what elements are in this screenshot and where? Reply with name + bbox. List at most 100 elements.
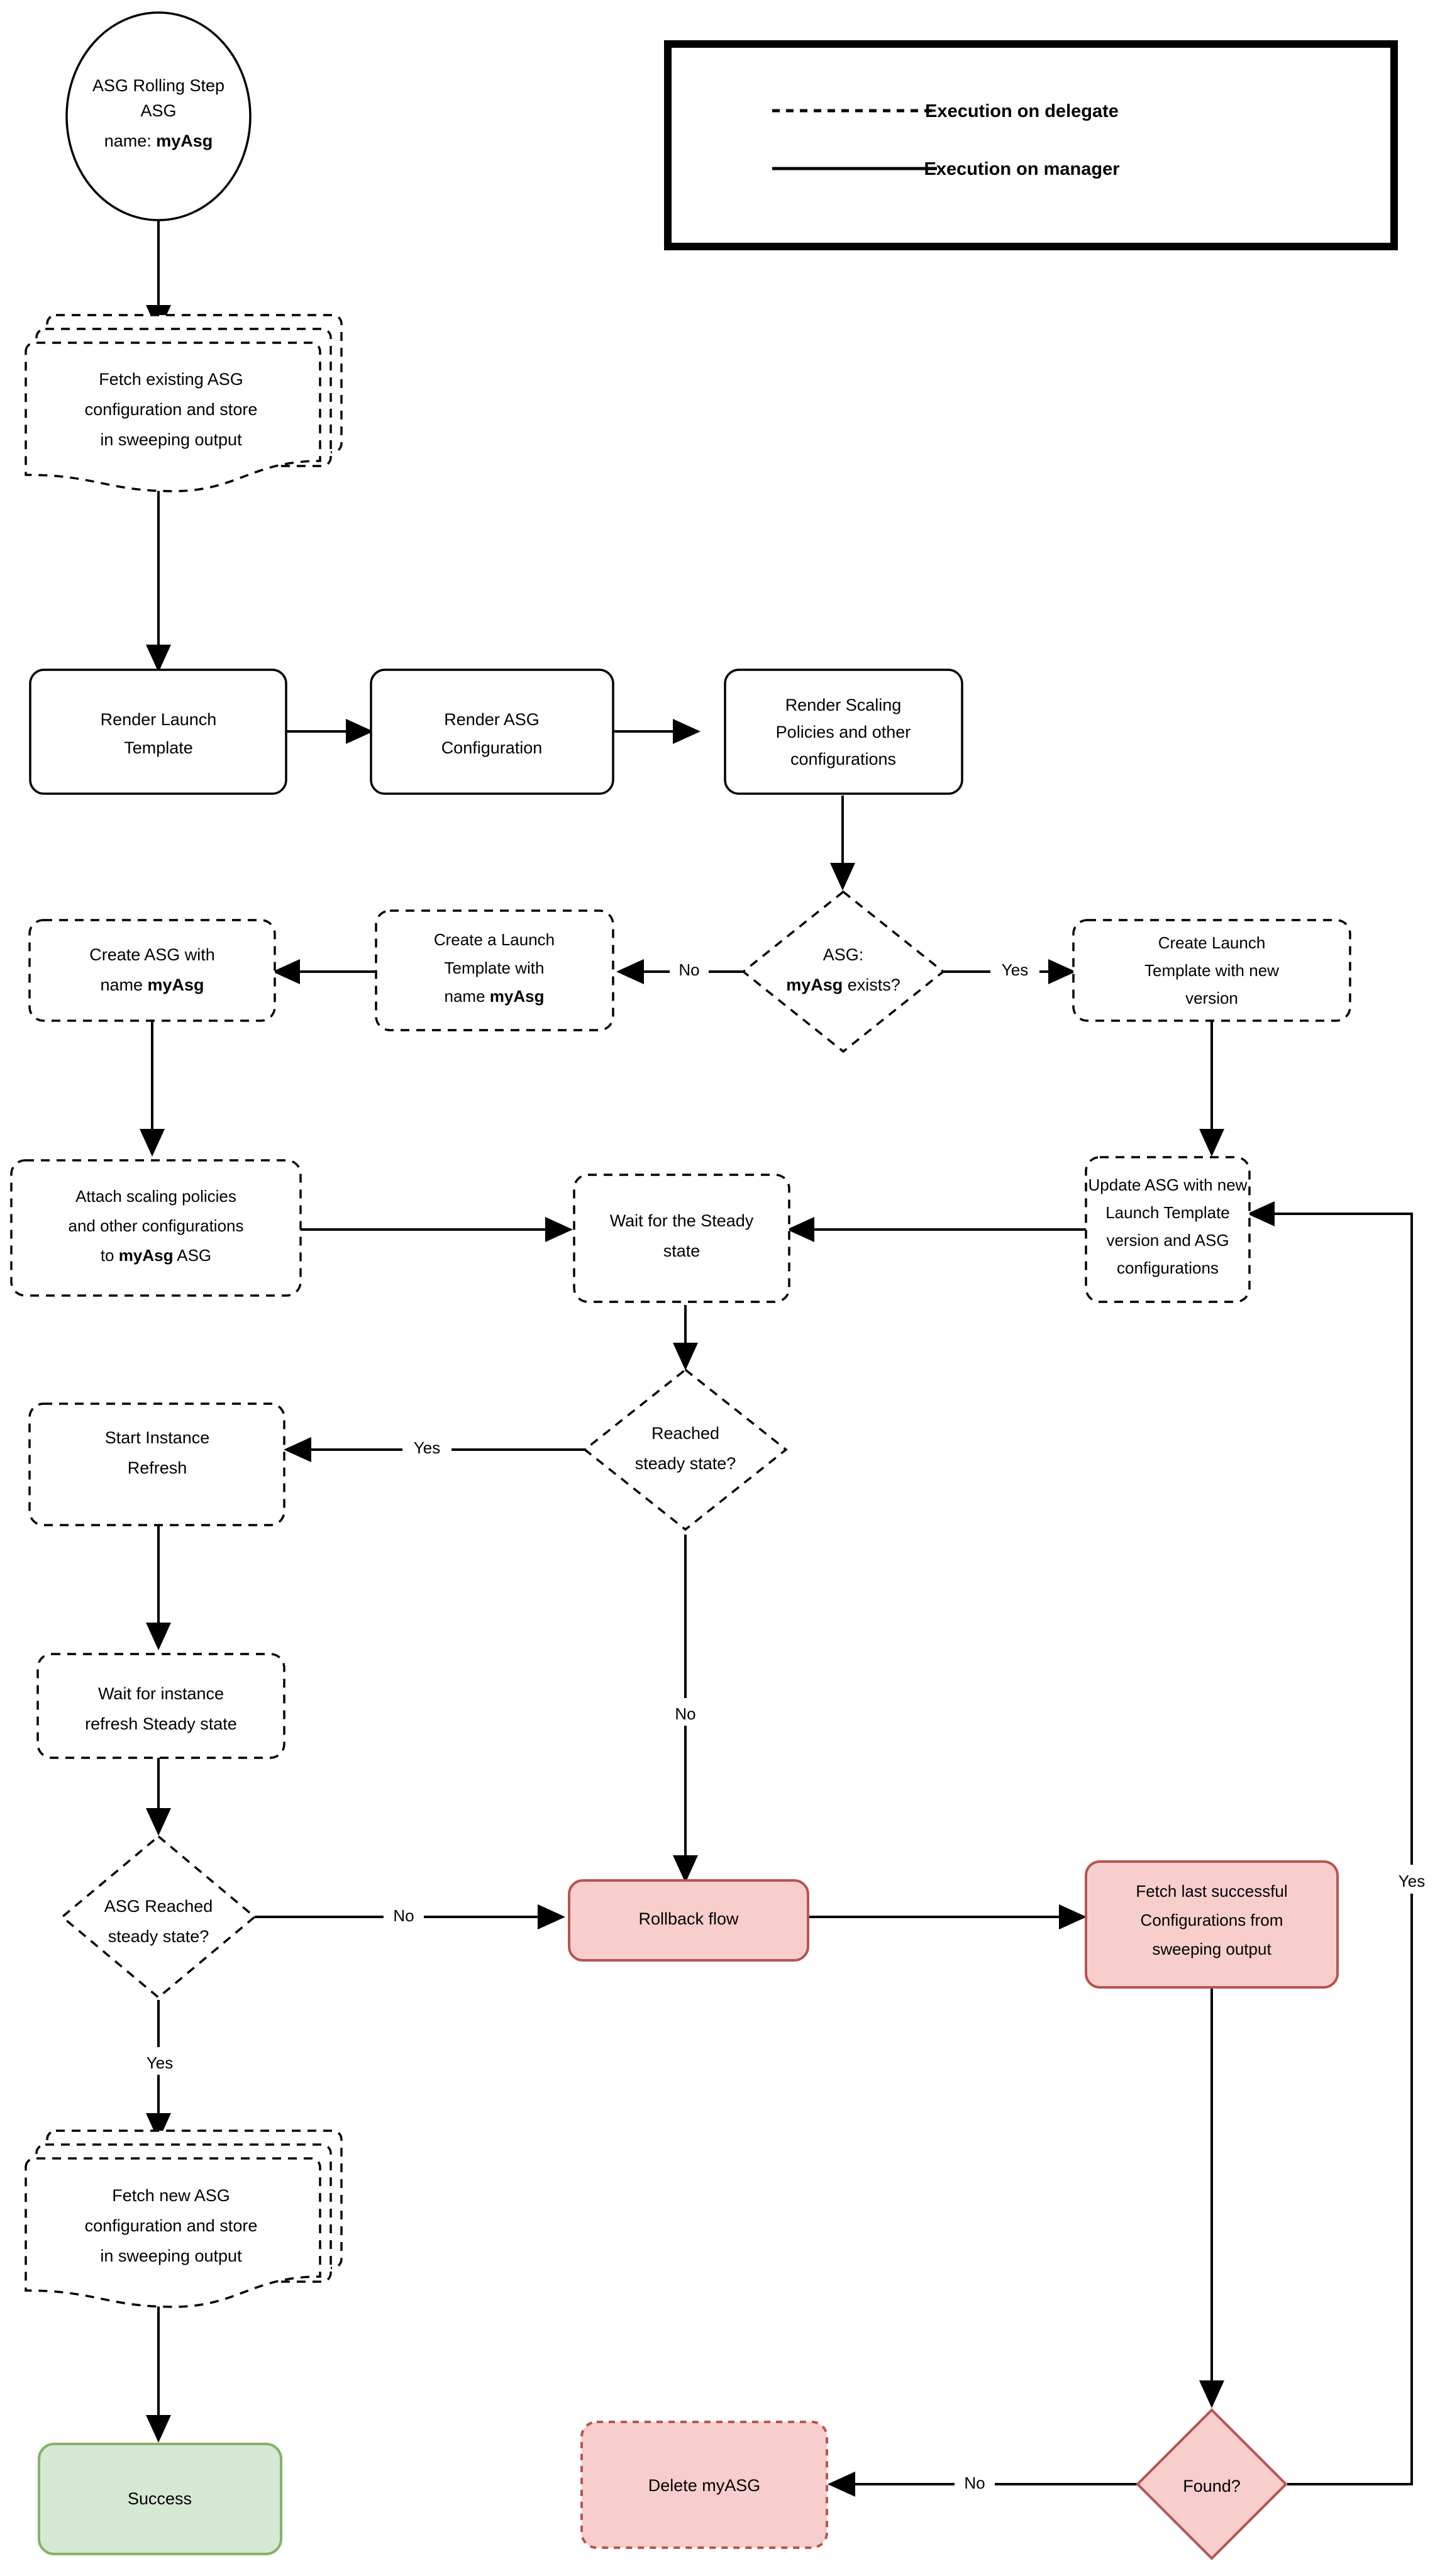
- render-asg-configuration-box: [370, 669, 614, 795]
- create-lt-named-line2: Template with: [445, 958, 545, 977]
- attach-line3: to myAsg ASG: [101, 1246, 211, 1265]
- render-scaling-policies-box: [724, 669, 963, 795]
- wait-refresh-line2: refresh Steady state: [85, 1714, 237, 1733]
- start-line3: name: myAsg: [104, 131, 213, 150]
- node-render-launch-template[interactable]: Render Launch Template: [29, 669, 287, 795]
- node-create-asg[interactable]: Create ASG with name myAsg: [28, 919, 276, 1022]
- wait-steady-box: [573, 1174, 790, 1303]
- node-start-instance-refresh[interactable]: Start Instance Refresh: [28, 1402, 285, 1526]
- attach-line2: and other configurations: [69, 1216, 244, 1235]
- start-ellipse: [65, 11, 252, 221]
- node-wait-instance-refresh[interactable]: Wait for instance refresh Steady state: [36, 1653, 285, 1759]
- edge-found-yes: [1247, 1201, 1413, 2485]
- fetch-existing-line1: Fetch existing ASG: [99, 370, 243, 389]
- create-lt-new-line3: version: [1185, 989, 1238, 1008]
- node-start[interactable]: ASG Rolling Step ASG name: myAsg: [65, 11, 252, 221]
- node-create-launch-template-named[interactable]: Create a Launch Template with name myAsg: [375, 909, 614, 1031]
- edge-label-group: No Yes Yes No No Yes No Yes: [135, 955, 1437, 2495]
- wait-instance-refresh-box: [36, 1653, 285, 1759]
- rollback-flow-label: Rollback flow: [638, 1909, 739, 1928]
- edge-label-exists-no: No: [678, 960, 699, 979]
- node-fetch-new-asg[interactable]: Fetch new ASG configuration and store in…: [25, 2129, 343, 2308]
- attach-scaling-policies-box: [10, 1159, 302, 1297]
- fetch-new-line3: in sweeping output: [100, 2246, 242, 2265]
- start-refresh-line2: Refresh: [128, 1458, 187, 1477]
- node-attach-scaling-policies[interactable]: Attach scaling policies and other config…: [10, 1159, 302, 1297]
- edge-label-found-no: No: [964, 2473, 985, 2492]
- asg-reached-steady-diamond: [60, 1835, 257, 1999]
- render-scaling-line2: Policies and other: [776, 723, 911, 741]
- fetch-last-line2: Configurations from: [1141, 1911, 1283, 1929]
- render-launch-template-line2: Template: [124, 738, 193, 757]
- update-asg-line3: version and ASG: [1106, 1231, 1229, 1250]
- wait-refresh-line1: Wait for instance: [98, 1684, 224, 1703]
- asg-exists-diamond: [741, 890, 945, 1053]
- node-asg-reached-steady-decision[interactable]: ASG Reached steady state?: [60, 1835, 257, 1999]
- rollback-flow-box: [568, 1879, 809, 1962]
- wait-steady-line1: Wait for the Steady: [610, 1211, 754, 1230]
- render-asg-configuration-line2: Configuration: [441, 738, 543, 757]
- asg-exists-line1: ASG:: [823, 945, 864, 964]
- create-lt-new-line2: Template with new: [1144, 961, 1279, 980]
- fetch-new-doc-front: [25, 2157, 321, 2308]
- node-update-asg[interactable]: Update ASG with new Launch Template vers…: [1085, 1156, 1251, 1303]
- fetch-existing-line2: configuration and store: [85, 400, 258, 419]
- render-launch-template-box: [29, 669, 287, 795]
- create-lt-named-line3: name myAsg: [445, 987, 545, 1006]
- success-box: [38, 2443, 282, 2555]
- found-label: Found?: [1183, 2477, 1241, 2496]
- start-instance-refresh-box: [28, 1402, 285, 1526]
- node-render-asg-configuration[interactable]: Render ASG Configuration: [370, 669, 614, 795]
- update-asg-box: [1085, 1156, 1251, 1303]
- success-label: Success: [128, 2489, 192, 2508]
- asg-reached-line2: steady state?: [108, 1927, 209, 1946]
- node-fetch-existing-asg[interactable]: Fetch existing ASG configuration and sto…: [25, 314, 343, 492]
- render-asg-configuration-line1: Render ASG: [444, 710, 540, 729]
- render-scaling-line1: Render Scaling: [785, 696, 902, 714]
- fetch-last-successful-box: [1085, 1860, 1339, 1989]
- fetch-last-line3: sweeping output: [1152, 1940, 1271, 1958]
- found-diamond: [1136, 2408, 1288, 2560]
- update-asg-line4: configurations: [1117, 1258, 1219, 1277]
- asg-exists-line2: myAsg exists?: [786, 975, 900, 994]
- node-success[interactable]: Success: [38, 2443, 282, 2555]
- wait-steady-line2: state: [663, 1241, 701, 1260]
- node-wait-for-steady-state[interactable]: Wait for the Steady state: [573, 1174, 790, 1303]
- reached-steady-line2: steady state?: [635, 1454, 736, 1473]
- delete-myasg-box: [580, 2421, 828, 2549]
- node-render-scaling-policies[interactable]: Render Scaling Policies and other config…: [724, 669, 963, 795]
- attach-line1: Attach scaling policies: [75, 1187, 236, 1206]
- node-fetch-last-successful[interactable]: Fetch last successful Configurations fro…: [1085, 1860, 1339, 1989]
- node-asg-exists-decision[interactable]: ASG: myAsg exists?: [741, 890, 945, 1053]
- create-launch-template-named-box: [375, 909, 614, 1031]
- legend-box: [664, 40, 1398, 250]
- edge-label-asg-reached-no: No: [393, 1906, 414, 1925]
- node-delete-myasg[interactable]: Delete myASG: [580, 2421, 828, 2549]
- edge-label-found-yes: Yes: [1398, 1872, 1425, 1890]
- start-line1: ASG Rolling Step: [92, 76, 224, 95]
- start-refresh-line1: Start Instance: [105, 1428, 210, 1447]
- update-asg-line2: Launch Template: [1105, 1203, 1230, 1222]
- create-asg-box: [28, 919, 276, 1022]
- fetch-existing-doc-front: [25, 341, 321, 492]
- node-reached-steady-decision[interactable]: Reached steady state?: [583, 1368, 788, 1531]
- edge-label-asg-reached-yes: Yes: [147, 2053, 173, 2072]
- render-launch-template-line1: Render Launch: [101, 710, 217, 729]
- create-asg-line1: Create ASG with: [89, 945, 215, 964]
- delete-myasg-label: Delete myASG: [648, 2476, 761, 2495]
- create-launch-template-new-version-box: [1072, 919, 1351, 1022]
- legend-label-delegate: Execution on delegate: [925, 101, 1119, 121]
- create-asg-line2: name myAsg: [100, 975, 204, 994]
- start-line2: ASG: [140, 101, 176, 120]
- legend-label-manager: Execution on manager: [924, 159, 1119, 179]
- fetch-new-line2: configuration and store: [85, 2216, 258, 2235]
- node-rollback-flow[interactable]: Rollback flow: [568, 1879, 809, 1962]
- reached-steady-line1: Reached: [651, 1424, 719, 1443]
- asg-reached-line1: ASG Reached: [104, 1897, 213, 1916]
- node-found-decision[interactable]: Found?: [1136, 2408, 1288, 2560]
- render-scaling-line3: configurations: [790, 750, 896, 769]
- fetch-last-line1: Fetch last successful: [1136, 1882, 1287, 1901]
- node-create-launch-template-new-version[interactable]: Create Launch Template with new version: [1072, 919, 1351, 1022]
- update-asg-line1: Update ASG with new: [1088, 1175, 1248, 1194]
